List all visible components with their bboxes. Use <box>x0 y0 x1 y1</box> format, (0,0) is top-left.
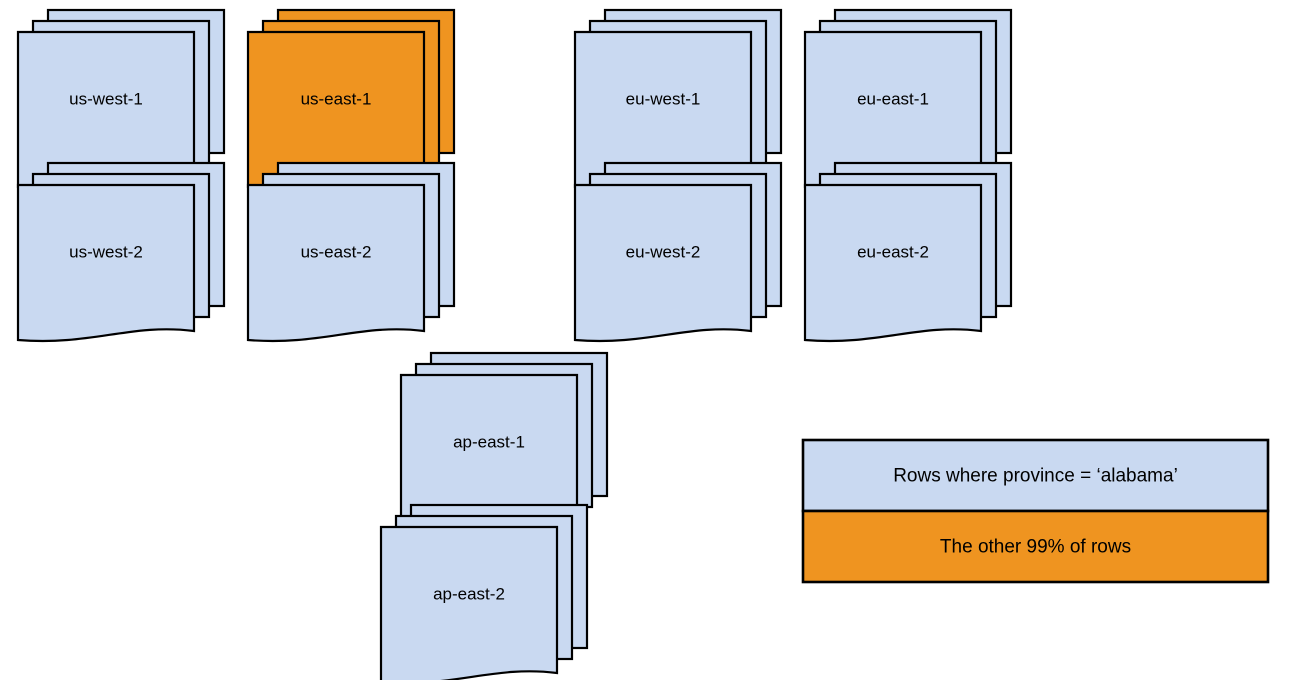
doc-stack-label: ap-east-2 <box>433 584 505 603</box>
doc-sheet-front <box>573 183 753 343</box>
legend: Rows where province = ‘alabama’ The other… <box>801 438 1270 584</box>
legend-label: Rows where province = ‘alabama’ <box>893 466 1178 487</box>
doc-stack-label: eu-east-2 <box>857 242 929 261</box>
stacks-layer: us-west-1 us-east-1 eu-west-1 eu-east-1 us-w… <box>16 8 1013 680</box>
doc-stack-eu-west-2[interactable]: eu-west-2 <box>573 161 783 343</box>
doc-stack-ap-east-1[interactable]: ap-east-1 <box>399 351 609 533</box>
legend-row-alabama: Rows where province = ‘alabama’ <box>801 438 1270 513</box>
doc-stack-us-east-2[interactable]: us-east-2 <box>246 161 456 343</box>
doc-stack-label: eu-west-1 <box>626 89 701 108</box>
doc-stack-us-east-1[interactable]: us-east-1 <box>246 8 456 190</box>
doc-stack-label: us-east-2 <box>301 242 372 261</box>
legend-label: The other 99% of rows <box>940 537 1131 558</box>
doc-sheet-front <box>379 525 559 680</box>
doc-stack-eu-west-1[interactable]: eu-west-1 <box>573 8 783 190</box>
doc-stack-label: ap-east-1 <box>453 432 525 451</box>
legend-swatch <box>801 509 1270 584</box>
doc-sheet-front <box>246 183 426 343</box>
doc-sheet-front <box>803 183 983 343</box>
doc-stack-label: us-east-1 <box>301 89 372 108</box>
doc-stack-label: us-west-2 <box>69 242 143 261</box>
doc-stack-eu-east-2[interactable]: eu-east-2 <box>803 161 1013 343</box>
doc-stack-label: eu-east-1 <box>857 89 929 108</box>
doc-stack-eu-east-1[interactable]: eu-east-1 <box>803 8 1013 190</box>
doc-sheet-front <box>16 183 196 343</box>
legend-row-other: The other 99% of rows <box>801 509 1270 584</box>
doc-stack-label: eu-west-2 <box>626 242 701 261</box>
doc-stack-us-west-2[interactable]: us-west-2 <box>16 161 226 343</box>
doc-stack-label: us-west-1 <box>69 89 143 108</box>
doc-stack-ap-east-2[interactable]: ap-east-2 <box>379 503 589 680</box>
doc-stack-us-west-1[interactable]: us-west-1 <box>16 8 226 190</box>
